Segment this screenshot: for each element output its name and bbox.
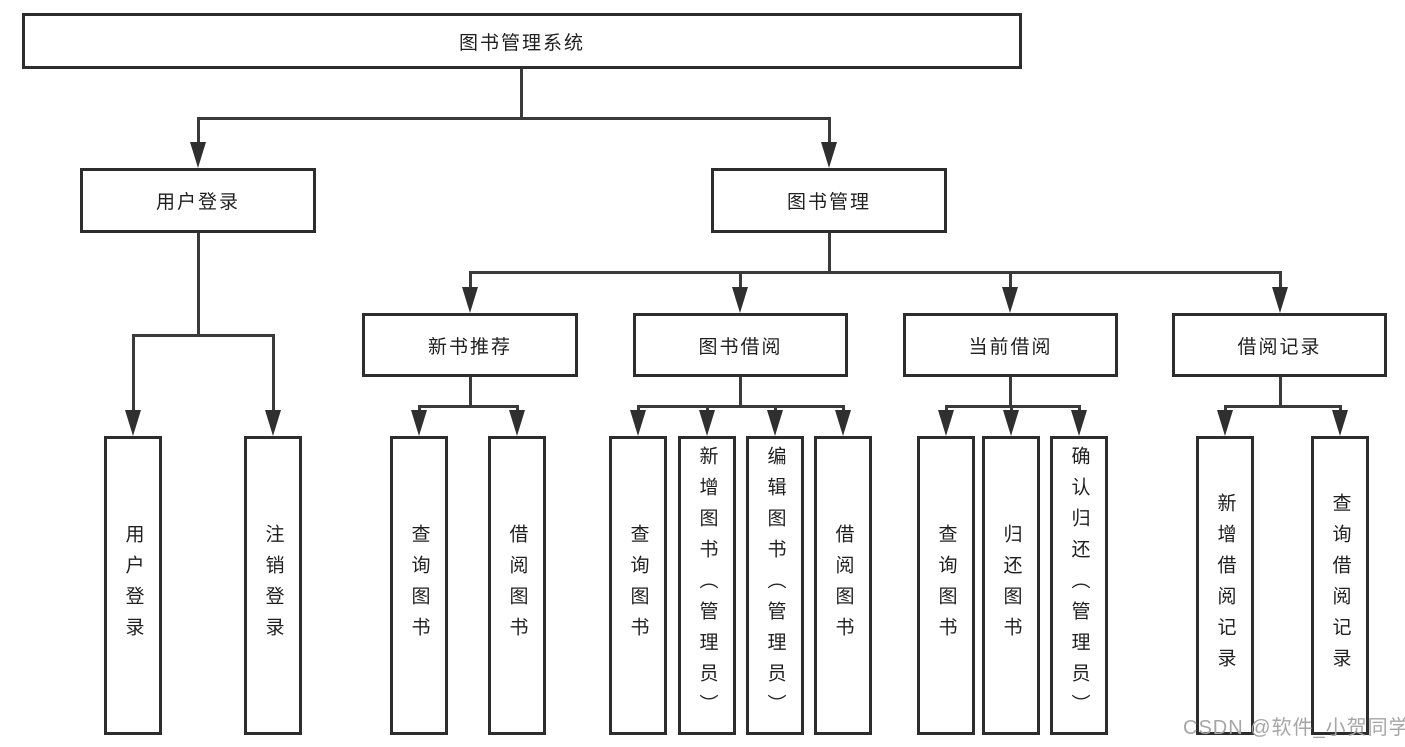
leaf-logout: 注销登录 (244, 436, 302, 735)
leaf-query-books-borrow: 查询图书 (609, 436, 667, 735)
arrowhead-down-icon (1272, 287, 1288, 313)
leaf-user-login: 用户登录 (104, 436, 162, 735)
connector-line (469, 271, 472, 290)
connector-line (842, 405, 845, 414)
leaf-query-books-current: 查询图书 (917, 436, 975, 735)
leaf-add-books-admin: 新增图书（管理员） (678, 436, 736, 735)
leaf-edit-books-admin: 编辑图书（管理员） (746, 436, 804, 735)
node-label: 当前借阅 (968, 336, 1053, 358)
connector-line (520, 69, 523, 120)
connector-line (945, 405, 1081, 408)
connector-line (945, 405, 948, 414)
connector-line (469, 377, 472, 408)
connector-line (739, 271, 742, 290)
node-user-login: 用户登录 (80, 168, 316, 233)
arrowhead-down-icon (630, 410, 646, 436)
connector-line (1224, 405, 1342, 408)
leaf-borrow-books-recommend: 借阅图书 (488, 436, 546, 735)
arrowhead-down-icon (125, 410, 141, 436)
node-label: 用户登录 (122, 523, 144, 648)
node-label: 确认归还（管理员） (1068, 446, 1090, 725)
connector-line (1224, 405, 1227, 414)
connector-line (516, 405, 519, 414)
connector-line (828, 233, 831, 274)
arrowhead-down-icon (411, 410, 427, 436)
arrowhead-down-icon (732, 287, 748, 313)
arrowhead-down-icon (699, 410, 715, 436)
leaf-add-borrow-record: 新增借阅记录 (1196, 436, 1254, 735)
connector-line (637, 405, 640, 414)
leaf-borrow-books: 借阅图书 (814, 436, 872, 735)
arrowhead-down-icon (1332, 410, 1348, 436)
node-label: 图书借阅 (698, 336, 783, 358)
node-label: 用户登录 (155, 192, 240, 213)
arrowhead-down-icon (835, 410, 851, 436)
connector-line (132, 334, 275, 337)
connector-line (132, 334, 135, 412)
arrowhead-down-icon (767, 410, 783, 436)
connector-line (469, 271, 1282, 274)
arrowhead-down-icon (1003, 410, 1019, 436)
connector-line (637, 405, 845, 408)
csdn-watermark: CSDN @软件_小贺同学 (1183, 717, 1405, 739)
node-label: 查询图书 (935, 523, 957, 648)
node-label: 借阅记录 (1237, 336, 1322, 358)
node-label: 查询图书 (627, 523, 649, 648)
node-label: 图书管理 (786, 192, 871, 213)
node-label: 编辑图书（管理员） (764, 446, 786, 725)
node-library-system: 图书管理系统 (22, 13, 1022, 69)
node-label: 图书管理系统 (458, 32, 585, 54)
arrowhead-down-icon (1002, 287, 1018, 313)
node-label: 新增图书（管理员） (696, 446, 718, 725)
node-label: 查询借阅记录 (1329, 492, 1351, 679)
leaf-query-books-recommend: 查询图书 (390, 436, 448, 735)
connector-line (197, 117, 200, 145)
connector-line (1078, 405, 1081, 414)
leaf-query-borrow-record: 查询借阅记录 (1311, 436, 1369, 735)
node-label: 注销登录 (262, 523, 284, 648)
node-new-book-recommendation: 新书推荐 (362, 313, 578, 377)
node-book-management: 图书管理 (711, 168, 947, 233)
arrowhead-down-icon (1071, 410, 1087, 436)
leaf-return-books: 归还图书 (982, 436, 1040, 735)
node-borrowing-records: 借阅记录 (1172, 313, 1387, 377)
arrowhead-down-icon (190, 142, 206, 168)
connector-line (418, 405, 421, 414)
node-label: 归还图书 (1000, 523, 1022, 648)
connector-line (1009, 377, 1012, 408)
node-label: 借阅图书 (832, 523, 854, 648)
arrowhead-down-icon (509, 410, 525, 436)
connector-line (272, 334, 275, 412)
arrowhead-down-icon (938, 410, 954, 436)
connector-line (1279, 271, 1282, 290)
connector-line (706, 405, 709, 414)
arrowhead-down-icon (821, 142, 837, 168)
connector-line (1009, 271, 1012, 290)
node-label: 新增借阅记录 (1214, 492, 1236, 679)
arrowhead-down-icon (1217, 410, 1233, 436)
node-book-borrowing: 图书借阅 (633, 313, 848, 377)
connector-line (828, 117, 831, 145)
connector-line (197, 117, 831, 120)
connector-line (197, 233, 200, 336)
arrowhead-down-icon (265, 410, 281, 436)
connector-line (1339, 405, 1342, 414)
connector-line (418, 405, 519, 408)
connector-line (739, 377, 742, 408)
node-label: 查询图书 (408, 523, 430, 648)
arrowhead-down-icon (462, 287, 478, 313)
connector-line (1010, 405, 1013, 414)
node-current-borrowing: 当前借阅 (903, 313, 1118, 377)
connector-line (774, 405, 777, 414)
leaf-confirm-return-admin: 确认归还（管理员） (1050, 436, 1108, 735)
node-label: 新书推荐 (427, 336, 512, 358)
node-label: 借阅图书 (506, 523, 528, 648)
connector-line (1279, 377, 1282, 408)
